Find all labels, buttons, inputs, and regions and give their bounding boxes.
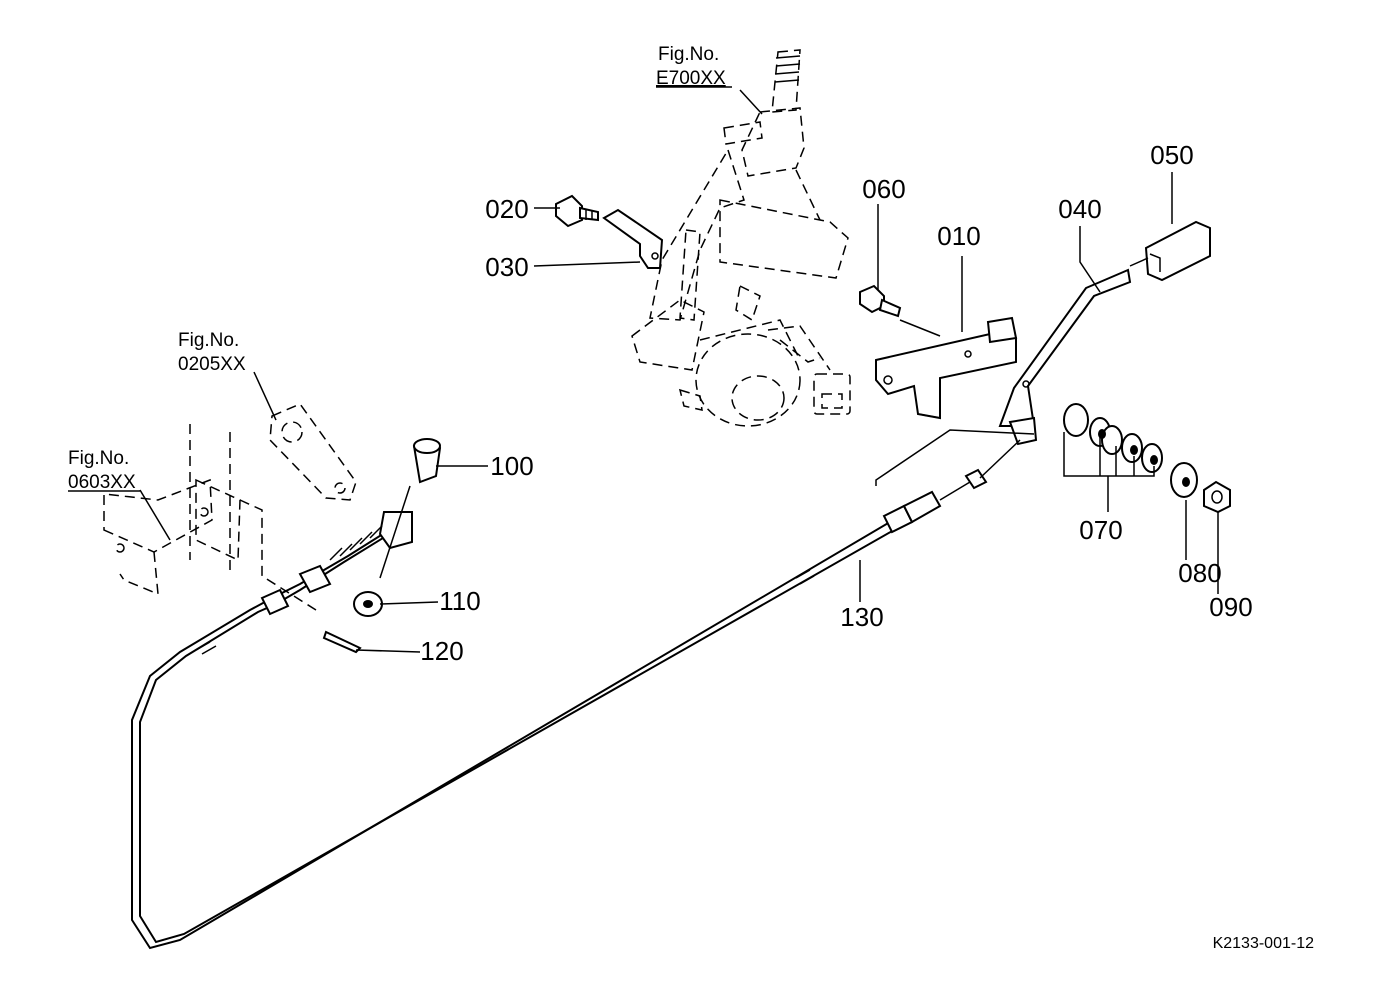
bolt-020 bbox=[555, 194, 599, 228]
frame-reference bbox=[103, 424, 317, 611]
part-label-010: 010 bbox=[937, 221, 980, 251]
nut-090 bbox=[1203, 480, 1231, 514]
drawing-id: K2133-001-12 bbox=[1213, 935, 1315, 952]
leader-lines bbox=[139, 89, 1219, 653]
part-label-020: 020 bbox=[485, 194, 528, 224]
bracket-reference bbox=[269, 403, 357, 501]
part-label-120: 120 bbox=[420, 636, 463, 666]
part-label-040: 040 bbox=[1058, 194, 1101, 224]
washers-070 bbox=[1063, 403, 1163, 473]
part-label-030: 030 bbox=[485, 252, 528, 282]
part-label-130: 130 bbox=[840, 602, 883, 632]
fig-label-bracket: Fig.No. bbox=[178, 330, 239, 351]
fig-label-steering: Fig.No. bbox=[658, 44, 719, 65]
lever-040 bbox=[998, 268, 1132, 446]
cable-130 bbox=[131, 439, 1021, 950]
part-label-050: 050 bbox=[1150, 140, 1193, 170]
cotter-pin-120 bbox=[322, 630, 362, 654]
part-label-100: 100 bbox=[490, 451, 533, 481]
grip-050 bbox=[1144, 220, 1211, 282]
steering-column-reference bbox=[631, 49, 851, 427]
fig-ref-steering: E700XX bbox=[656, 68, 726, 89]
pin-100 bbox=[412, 438, 442, 484]
figure-references: Fig.No. E700XX Fig.No. 0205XX Fig.No. 06… bbox=[68, 44, 732, 493]
part-label-090: 090 bbox=[1209, 592, 1252, 622]
part-label-060: 060 bbox=[862, 174, 905, 204]
bolt-060 bbox=[859, 284, 902, 318]
bracket-010 bbox=[875, 316, 1018, 420]
part-labels: 010 020 030 040 050 060 070 080 090 100 … bbox=[420, 140, 1252, 666]
bracket-030 bbox=[602, 208, 664, 269]
fig-ref-frame: 0603XX bbox=[68, 472, 136, 493]
washer-110 bbox=[353, 591, 383, 617]
part-label-080: 080 bbox=[1178, 558, 1221, 588]
part-label-110: 110 bbox=[439, 586, 480, 616]
fig-label-frame: Fig.No. bbox=[68, 448, 129, 469]
washer-080 bbox=[1170, 462, 1198, 498]
fig-ref-bracket: 0205XX bbox=[178, 354, 246, 375]
part-label-070: 070 bbox=[1079, 515, 1122, 545]
